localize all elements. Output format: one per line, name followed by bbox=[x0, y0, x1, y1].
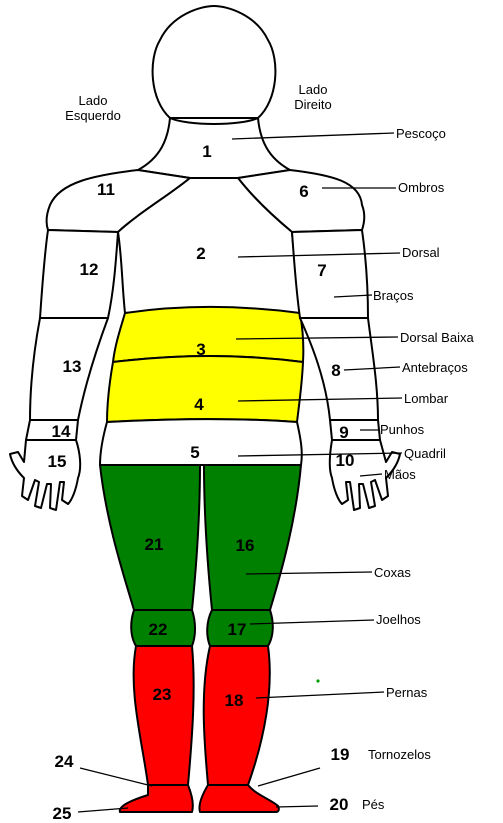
head bbox=[153, 6, 276, 118]
label-punhos: Punhos bbox=[380, 422, 425, 437]
region-3-lower-back bbox=[113, 307, 303, 362]
region-20-right-foot bbox=[199, 785, 278, 812]
label-bracos: Braços bbox=[373, 288, 414, 303]
region-number-25: 25 bbox=[53, 804, 72, 823]
label-quadril: Quadril bbox=[404, 446, 446, 461]
label-pernas: Pernas bbox=[386, 685, 428, 700]
region-number-22: 22 bbox=[149, 620, 168, 639]
label-joelhos: Joelhos bbox=[376, 612, 421, 627]
label-pes: Pés bbox=[362, 797, 385, 812]
region-number-23: 23 bbox=[153, 685, 172, 704]
left-side-label-line2: Esquerdo bbox=[65, 108, 121, 123]
region-7-right-upper-arm bbox=[292, 230, 368, 318]
label-tornozelos: Tornozelos bbox=[368, 747, 431, 762]
region-number-19: 19 bbox=[331, 745, 350, 764]
region-5-hips bbox=[100, 419, 302, 465]
region-number-3: 3 bbox=[196, 340, 205, 359]
region-18-right-leg bbox=[204, 646, 270, 785]
region-number-14: 14 bbox=[52, 422, 71, 441]
region-number-12: 12 bbox=[80, 260, 99, 279]
region-number-10: 10 bbox=[336, 451, 355, 470]
label-maos: Mãos bbox=[384, 467, 416, 482]
region-number-20: 20 bbox=[330, 795, 349, 814]
region-number-15: 15 bbox=[48, 452, 67, 471]
region-number-9: 9 bbox=[339, 423, 348, 442]
region-number-8: 8 bbox=[331, 361, 340, 380]
region-number-24: 24 bbox=[55, 752, 74, 771]
label-pescoco: Pescoço bbox=[396, 126, 446, 141]
region-number-18: 18 bbox=[225, 691, 244, 710]
region-number-2: 2 bbox=[196, 244, 205, 263]
region-15-left-hand bbox=[10, 440, 80, 510]
region-number-17: 17 bbox=[228, 620, 247, 639]
region-25-left-foot bbox=[120, 785, 193, 812]
region-number-21: 21 bbox=[145, 535, 164, 554]
label-dorsal: Dorsal bbox=[402, 245, 440, 260]
right-side-label-line1: Lado bbox=[299, 82, 328, 97]
region-number-11: 11 bbox=[97, 180, 115, 199]
region-number-16: 16 bbox=[236, 536, 255, 555]
region-number-4: 4 bbox=[194, 395, 204, 414]
region-number-7: 7 bbox=[317, 261, 326, 280]
label-dorsal-baixa: Dorsal Baixa bbox=[400, 330, 474, 345]
label-coxas: Coxas bbox=[374, 565, 411, 580]
label-lombar: Lombar bbox=[404, 391, 449, 406]
label-antebracos: Antebraços bbox=[402, 360, 468, 375]
region-number-6: 6 bbox=[299, 182, 308, 201]
region-number-1: 1 bbox=[202, 142, 211, 161]
region-4-lumbar bbox=[107, 356, 303, 422]
region-number-5: 5 bbox=[190, 443, 199, 462]
left-side-label-line1: Lado bbox=[79, 93, 108, 108]
region-1-neck bbox=[138, 118, 290, 178]
stray-dot bbox=[316, 679, 319, 682]
label-ombros: Ombros bbox=[398, 180, 445, 195]
right-side-label-line2: Direito bbox=[294, 97, 332, 112]
region-number-13: 13 bbox=[63, 357, 82, 376]
region-23-left-leg bbox=[134, 646, 194, 785]
